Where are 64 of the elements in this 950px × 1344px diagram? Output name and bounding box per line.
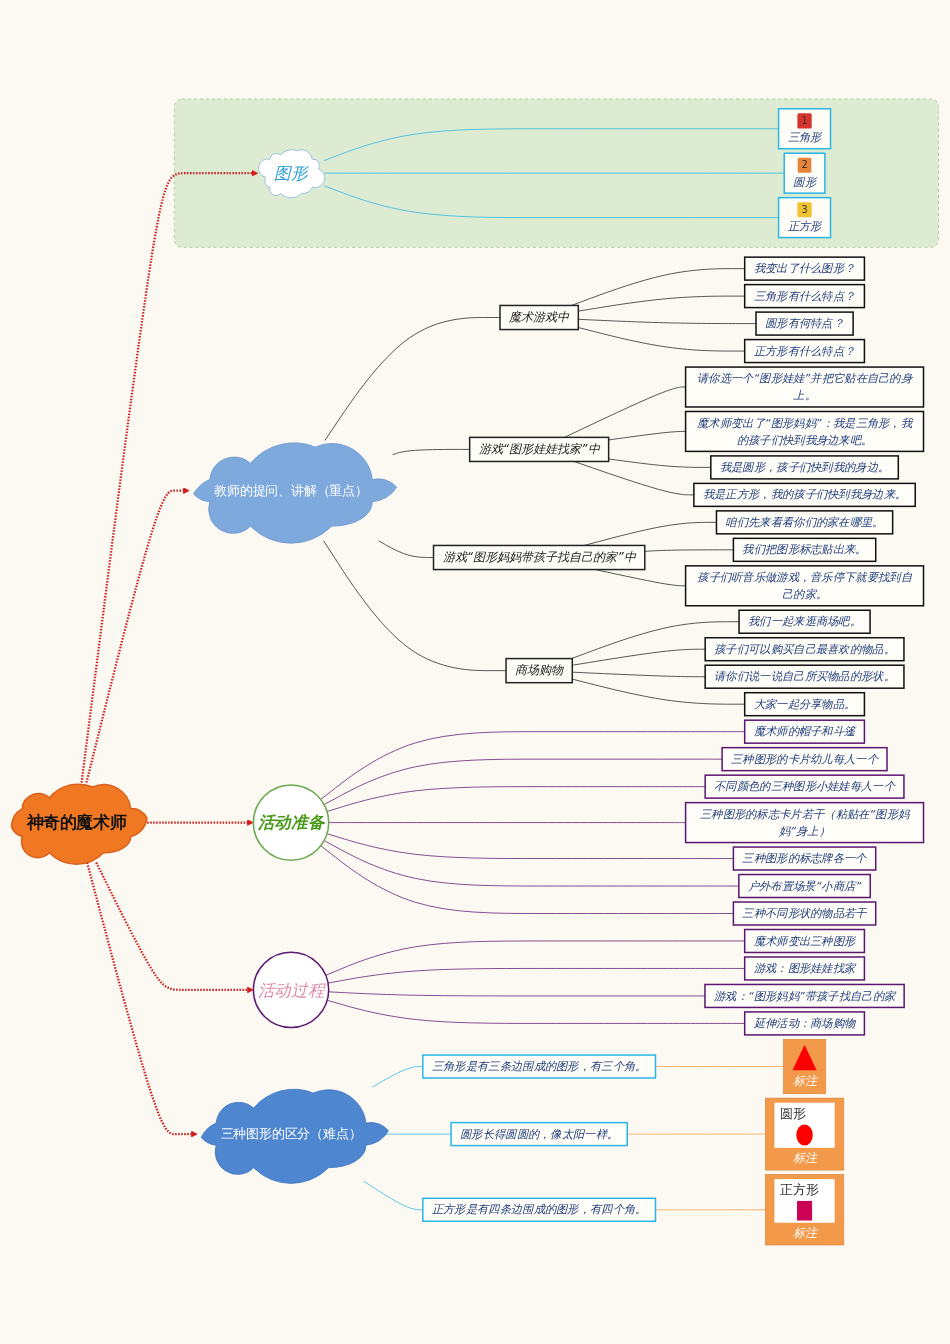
node-box: 1 三角形 [777, 108, 832, 150]
node-box: 3 正方形 [777, 196, 832, 239]
node-box: 游戏：图形娃娃找家 [743, 956, 866, 981]
node-box: 孩子们听音乐做游戏，音乐停下就要找到自己的家。 [684, 565, 925, 607]
node-box: 圆形 标注 [765, 1097, 845, 1171]
arrow [95, 862, 254, 994]
node-box: 大家一起分享物品。 [743, 691, 866, 717]
node-box: 三角形有什么特点？ [743, 283, 866, 309]
node-box: 标注 [783, 1039, 826, 1094]
node-box: 户外布置场景“小商店” [738, 873, 872, 899]
connector [326, 786, 706, 812]
connector [571, 621, 740, 659]
connector [323, 758, 723, 805]
node-box: 我变出了什么图形？ [743, 256, 866, 281]
connector [323, 540, 507, 671]
connector [323, 185, 779, 218]
node-box: 2 圆形 [783, 152, 826, 194]
connector [378, 540, 434, 558]
node-box: 我们一起来逛商场吧。 [738, 609, 871, 634]
connector [328, 822, 686, 823]
node-box: 咱们先来看看你们的家在哪里。 [715, 510, 894, 535]
node-box: 我是圆形，孩子们快到我的身边。 [710, 455, 900, 480]
node-box: 三角形是有三条边围成的图形，有三个角。 [422, 1054, 657, 1079]
node-box: 正方形是有四条边围成的图形，有四个角。 [422, 1197, 657, 1222]
node-box: 圆形有何特点？ [755, 311, 854, 336]
node-box: 三种图形的标志卡片若干（粘贴在“图形妈妈”身上） [684, 801, 925, 844]
node-box: 正方形有什么特点？ [743, 338, 866, 364]
node-box: 游戏“图形娃娃找家”中 [468, 436, 610, 463]
connector [324, 317, 501, 441]
node-box: 圆形长得圆圆的，像太阳一样。 [450, 1121, 628, 1147]
connector [323, 128, 779, 161]
arrow [85, 487, 190, 783]
node-box: 延伸活动：商场购物 [743, 1011, 866, 1036]
node-box: 商场购物 [505, 657, 574, 684]
node-circle: 活动过程 [252, 951, 330, 1029]
arrow [80, 169, 259, 783]
node-box: 正方形 标注 [765, 1174, 845, 1246]
connector [644, 549, 734, 552]
node-box: 三种不同形状的物品若干 [732, 901, 877, 926]
connector [384, 1133, 452, 1135]
connector [655, 1066, 784, 1067]
node-box: 游戏：“图形妈妈”带孩子找自己的家 [704, 983, 905, 1009]
node-box: 魔术师变出了“图形妈妈”：我是三角形，我的孩子们快到我身边来吧。 [684, 410, 925, 453]
node-box: 魔术师变出三种图形 [743, 928, 866, 954]
node-box: 请你选一个“图形娃娃”并把它贴在自己的身上。 [684, 366, 925, 408]
node-box: 三种图形的卡片幼儿每人一个 [721, 746, 888, 772]
node-box: 游戏“图形妈妈带孩子找自己的家”中 [432, 544, 646, 571]
node-box: 不同颜色的三种图形小娃娃每人一个 [704, 774, 905, 799]
connector [323, 172, 785, 174]
cluster [174, 98, 939, 248]
arrow [86, 862, 198, 1138]
connector [320, 845, 734, 914]
node-box: 魔术游戏中 [499, 304, 580, 331]
node-circle: 活动准备 [252, 784, 330, 861]
node-box: 我们把图形标志贴出来。 [732, 537, 877, 563]
node-box: 三种图形的标志牌各一个 [732, 846, 877, 871]
connector [608, 431, 686, 441]
connector [564, 386, 686, 438]
node-box: 魔术师的帽子和斗篷 [743, 719, 866, 744]
connector [326, 833, 734, 859]
node-box: 我是正方形，我的孩子们快到我身边来。 [693, 482, 916, 508]
node-box: 请你们说一说自己所买物品的形状。 [704, 664, 905, 689]
connector [655, 1209, 766, 1211]
node-box: 孩子们可以购买自己最喜欢的物品。 [704, 637, 905, 662]
